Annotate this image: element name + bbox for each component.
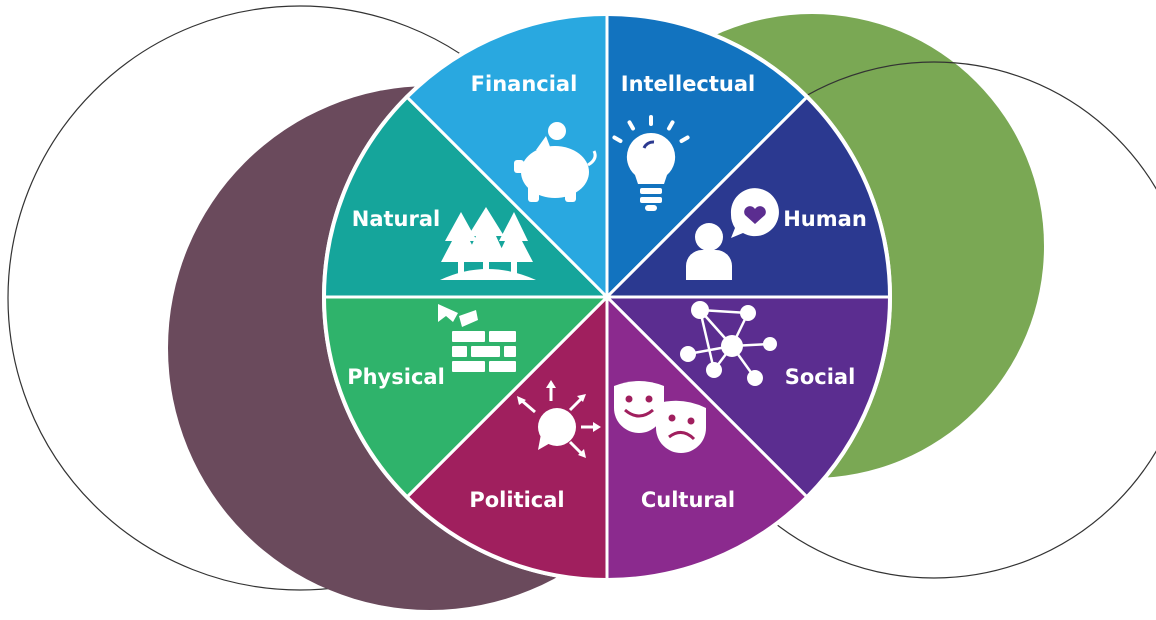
theater-masks-icon [614, 381, 706, 453]
label-intellectual: Intellectual [621, 72, 756, 96]
wheel-rim [322, 12, 892, 582]
lightbulb-icon [612, 115, 690, 211]
label-financial: Financial [471, 72, 578, 96]
wheel [322, 12, 892, 582]
piggy-bank-icon [514, 122, 597, 202]
label-human: Human [783, 207, 867, 231]
network-icon [680, 301, 777, 386]
label-physical: Physical [347, 365, 445, 389]
trees-icon [440, 207, 536, 280]
label-cultural: Cultural [641, 488, 735, 512]
person-speech-heart-icon [686, 188, 779, 280]
broadcast-bubble-icon [517, 380, 601, 458]
label-political: Political [469, 488, 564, 512]
brick-wall-icon [438, 304, 516, 372]
label-social: Social [785, 365, 856, 389]
label-natural: Natural [352, 207, 440, 231]
